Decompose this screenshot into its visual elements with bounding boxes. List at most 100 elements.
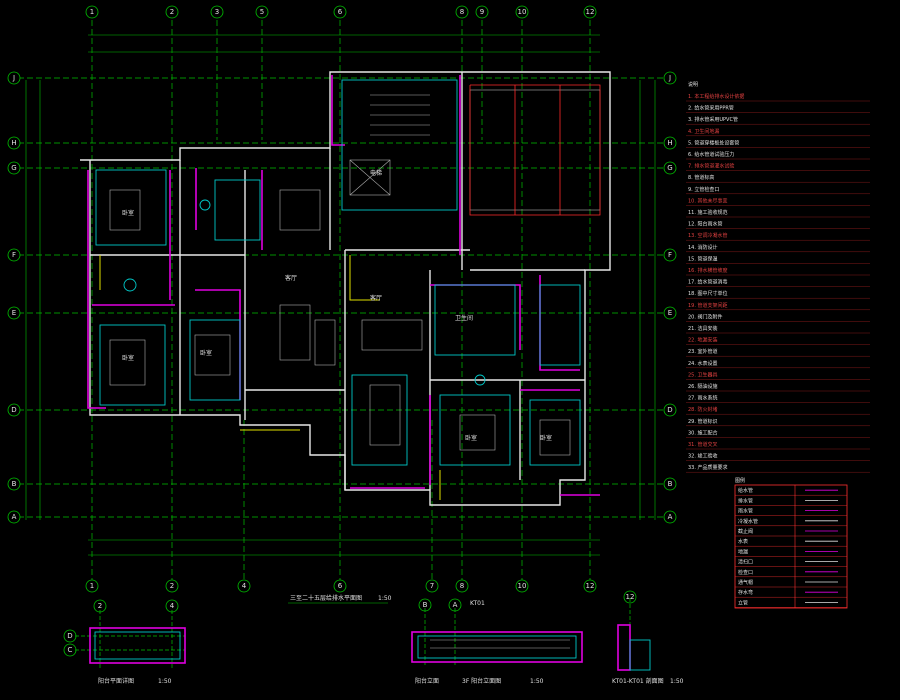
note-line: 19. 管道支架间距 <box>688 302 728 309</box>
detail-left-title: 阳台平面详图 <box>98 677 134 685</box>
axis-left-5: D <box>7 403 21 417</box>
note-line: 23. 室外管道 <box>688 348 718 355</box>
axis-right-6-label: B <box>668 480 673 488</box>
notes-heading: 说明 <box>688 81 698 88</box>
note-line: 13. 空调冷凝水管 <box>688 232 728 239</box>
legend-row: 地漏 <box>738 548 748 555</box>
axis-right-0-label: J <box>668 74 671 82</box>
note-line: 16. 排水横管坡度 <box>688 267 728 274</box>
axis-bottom-7: 12 <box>583 579 597 593</box>
detail-left-scale: 1:50 <box>158 678 172 685</box>
note-line: 11. 施工验收规范 <box>688 209 728 216</box>
legend-row: 立管 <box>738 599 748 606</box>
axis-bottom-2-label: 4 <box>242 582 247 590</box>
svg-text:电梯: 电梯 <box>370 169 382 177</box>
axis-detail-right-0: 12 <box>623 590 637 604</box>
note-line: 21. 洁具安装 <box>688 325 718 332</box>
axis-right-2: G <box>663 161 677 175</box>
axis-bottom-0: 1 <box>85 579 99 593</box>
note-line: 4. 卫生间地漏 <box>688 128 719 135</box>
axis-bottom-1: 2 <box>165 579 179 593</box>
axis-bottom-4: 7 <box>425 579 439 593</box>
axis-bottom-4-label: 7 <box>430 582 434 590</box>
note-line: 24. 水表设置 <box>688 360 718 367</box>
axis-right-1-label: H <box>667 139 672 147</box>
legend-row: 清扫口 <box>738 559 753 566</box>
svg-text:卧室: 卧室 <box>465 434 477 442</box>
axis-right-7-label: A <box>668 513 673 521</box>
note-line: 25. 卫生器具 <box>688 371 718 378</box>
plan-title: 三至二十五层给排水平面图 1:50 <box>288 594 392 604</box>
note-line: 17. 给水管道消毒 <box>688 279 728 286</box>
axis-top-6-label: 9 <box>480 8 484 16</box>
detail-section: KT01-KT01 剖面图 1:50 <box>612 598 684 685</box>
axis-detail-mid-0-label: B <box>423 601 428 609</box>
axis-top-1-label: 2 <box>170 8 174 16</box>
axis-top-8-label: 12 <box>586 8 595 16</box>
svg-text:卧室: 卧室 <box>122 209 134 217</box>
axis-top-7: 10 <box>515 5 529 19</box>
axis-bottom-3: 6 <box>333 579 347 593</box>
axis-left-3-label: F <box>12 251 16 259</box>
detail-mid-scale: 1:50 <box>530 678 544 685</box>
legend-heading: 图例 <box>735 477 745 484</box>
axis-top-4-label: 6 <box>338 8 343 16</box>
axis-right-4-label: E <box>668 309 672 317</box>
axis-right-5-label: D <box>667 406 672 414</box>
legend-row: 给水管 <box>738 487 753 494</box>
plan-title-scale: 1:50 <box>378 595 392 602</box>
axis-top-7-label: 10 <box>518 8 527 16</box>
note-line: 14. 消防设计 <box>688 244 718 251</box>
legend-row: 水表 <box>738 538 748 545</box>
note-line: 31. 管道交叉 <box>688 441 718 448</box>
svg-text:客厅: 客厅 <box>285 274 297 282</box>
axis-top-0: 1 <box>85 5 99 19</box>
detail-mid-title-b: 3F 阳台立面图 <box>462 677 501 685</box>
note-line: 5. 管道穿楼板处设套管 <box>688 139 739 146</box>
legend-row: 检查口 <box>738 569 753 576</box>
axis-top-4: 6 <box>333 5 347 19</box>
svg-text:卧室: 卧室 <box>200 349 212 357</box>
axis-left-5-label: D <box>11 406 16 414</box>
axis-bottom-6-label: 10 <box>518 582 527 590</box>
note-line: 12. 阳台雨水管 <box>688 221 723 228</box>
note-line: 9. 立管检查口 <box>688 186 719 193</box>
axis-right-6: B <box>663 477 677 491</box>
axis-bottom-2: 4 <box>237 579 251 593</box>
axis-right-4: E <box>663 306 677 320</box>
detail-balcony-plan: 阳台平面详图 1:50 <box>75 610 186 685</box>
legend-row: 冷凝水管 <box>738 518 758 525</box>
detail-mid-title-a: 阳台立面 <box>415 677 439 685</box>
axis-right-0: J <box>663 71 677 85</box>
legend-row: 雨水管 <box>738 508 753 515</box>
water-supply-lines <box>99 84 601 500</box>
drain-pipes <box>87 75 600 496</box>
axis-top-6: 9 <box>475 5 489 19</box>
plumbing-fixtures <box>95 79 581 466</box>
detail-right-title: KT01-KT01 剖面图 <box>612 677 664 685</box>
axis-right-5: D <box>663 403 677 417</box>
axis-left-0: J <box>7 71 21 85</box>
axis-bottom-1-label: 2 <box>170 582 174 590</box>
legend-row: 存水弯 <box>738 589 753 596</box>
axis-bottom-0-label: 1 <box>90 582 94 590</box>
note-line: 28. 防火封堵 <box>688 406 718 413</box>
note-line: 27. 雨水系统 <box>688 395 718 402</box>
legend-row: 通气帽 <box>738 579 753 586</box>
building-walls <box>80 71 611 506</box>
axis-right-3: F <box>663 248 677 262</box>
axis-bottom-7-label: 12 <box>586 582 595 590</box>
axis-top-0-label: 1 <box>90 8 94 16</box>
note-line: 2. 给水管采用PPR管 <box>688 105 734 112</box>
note-line: 30. 施工配合 <box>688 429 718 436</box>
axis-detail-right-0-label: 12 <box>626 593 635 601</box>
axis-left-7: A <box>7 510 21 524</box>
axis-left-4-label: E <box>12 309 16 317</box>
axis-bottom-5: 8 <box>455 579 469 593</box>
axis-left-6-label: B <box>12 480 17 488</box>
axis-right-2-label: G <box>667 164 672 172</box>
note-line: 20. 阀门及附件 <box>688 313 723 320</box>
axis-left-7-label: A <box>12 513 17 521</box>
